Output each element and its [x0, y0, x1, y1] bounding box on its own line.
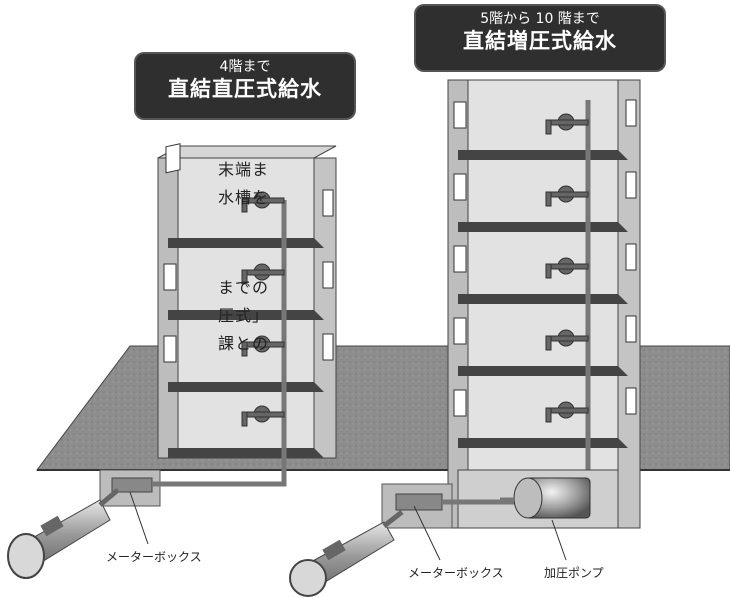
side-text-line3: までの [218, 278, 270, 297]
building-right [447, 79, 641, 529]
label-booster-pressure-system: 直結増圧式給水 [463, 29, 617, 53]
leader-meter-left [129, 491, 149, 545]
label-direct-pressure: 4階まで 直結直圧式給水 [136, 54, 354, 118]
side-text-line2: 水槽を [218, 188, 270, 207]
label-booster-pressure: 5階から 10 階まで 直結増圧式給水 [416, 6, 664, 70]
side-text-line4: 圧式」 [218, 306, 270, 325]
side-text-line5: 課との [218, 334, 269, 353]
leader-meter-right [413, 505, 441, 561]
meter-box-left [99, 469, 161, 507]
caption-meter-box-right: メーターボックス [408, 566, 504, 580]
caption-meter-box-left: メーターボックス [106, 550, 202, 564]
label-booster-pressure-floors: 5階から 10 階まで [480, 11, 600, 27]
label-direct-pressure-floors: 4階まで [219, 59, 271, 75]
caption-booster-pump: 加圧ポンプ [544, 566, 604, 580]
side-text-line1: 末端ま [218, 160, 270, 179]
main-pipe-left [7, 488, 120, 579]
label-direct-pressure-system: 直結直圧式給水 [168, 77, 322, 101]
leader-pump [551, 519, 567, 561]
main-pipe-right [289, 510, 404, 597]
building-left [152, 143, 337, 487]
